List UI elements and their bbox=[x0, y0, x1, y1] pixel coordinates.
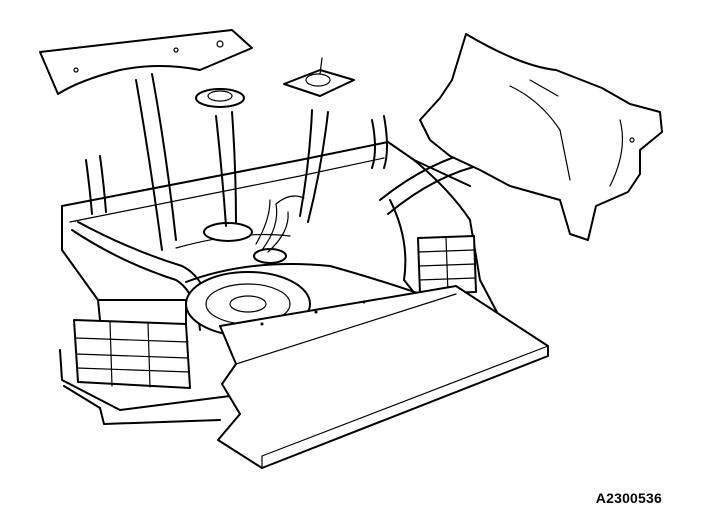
speaker-grille-right bbox=[283, 57, 355, 97]
right-tail-lamp bbox=[417, 235, 477, 295]
speaker-grille-left bbox=[195, 88, 245, 108]
rear-shelf-trim-panel bbox=[39, 29, 253, 95]
trunk-body bbox=[59, 141, 501, 425]
floor-opening bbox=[203, 222, 287, 264]
right-side-trim-panel bbox=[419, 33, 663, 241]
left-tail-lamp bbox=[73, 299, 191, 389]
trunk-floor-mat bbox=[217, 285, 549, 469]
figure-id-label: A2300536 bbox=[595, 490, 662, 506]
wiring-harness bbox=[255, 195, 305, 253]
